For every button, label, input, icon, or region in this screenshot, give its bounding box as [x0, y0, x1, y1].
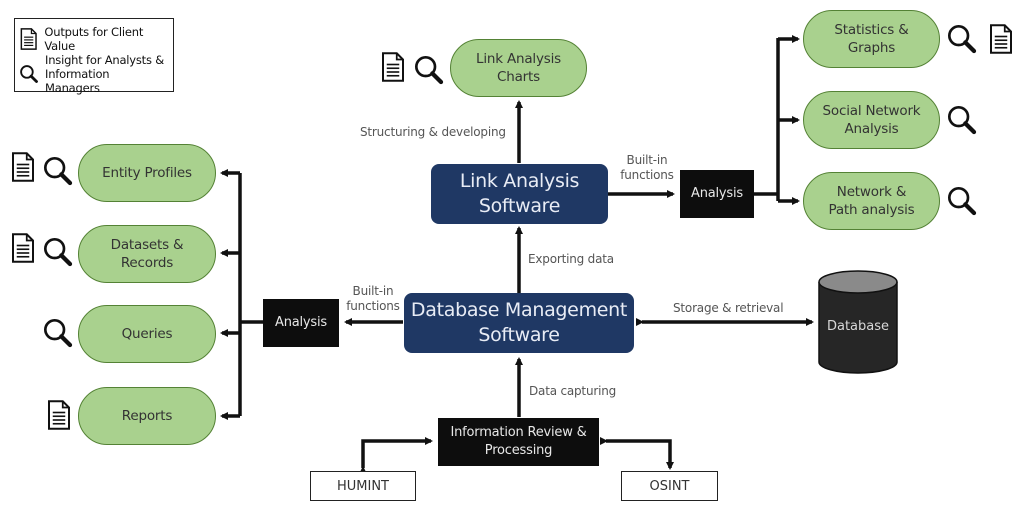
magnifier-icon: [946, 185, 978, 217]
node-osint: OSINT: [621, 471, 718, 501]
node-label: Link Analysis Software: [459, 170, 580, 217]
node-social-network-analysis: Social Network Analysis: [803, 91, 940, 149]
magnifier-icon: [42, 317, 74, 349]
node-entity-profiles: Entity Profiles: [78, 144, 216, 202]
legend-label: Outputs for Client Value: [44, 25, 144, 53]
edge-label-storage: Storage & retrieval: [673, 301, 784, 315]
node-label: Network & Path analysis: [828, 184, 915, 218]
node-link-analysis-charts: Link Analysis Charts: [450, 39, 587, 97]
edge-label-exporting: Exporting data: [528, 252, 614, 266]
edge-humint-review: [359, 437, 433, 474]
legend-item-insight: Insight for Analysts & Information Manag…: [19, 53, 165, 95]
magnifier-icon: [946, 104, 978, 136]
node-analysis-left: Analysis: [263, 299, 339, 347]
magnifier-icon: [42, 155, 74, 187]
edge-label-builtin-right: Built-in functions: [619, 153, 675, 183]
document-icon: [380, 52, 406, 82]
node-label: Datasets & Records: [110, 237, 184, 271]
edge-label-structuring: Structuring & developing: [360, 125, 506, 139]
node-information-review: Information Review & Processing: [438, 418, 599, 466]
node-analysis-right: Analysis: [680, 170, 754, 218]
node-queries: Queries: [78, 305, 216, 363]
node-label: Information Review & Processing: [450, 425, 587, 458]
edge-label-builtin-left: Built-in functions: [345, 284, 401, 314]
node-network-path-analysis: Network & Path analysis: [803, 172, 940, 230]
document-icon: [10, 233, 36, 263]
label-line: functions: [620, 168, 674, 182]
label-line: Built-in: [626, 153, 668, 167]
node-label: Social Network Analysis: [822, 103, 921, 137]
node-label: Reports: [121, 408, 173, 424]
magnifier-icon: [19, 63, 39, 85]
edge-label-capturing: Data capturing: [529, 384, 617, 398]
node-label: Statistics & Graphs: [834, 22, 909, 56]
label-line: functions: [346, 299, 400, 313]
node-reports: Reports: [78, 387, 216, 445]
node-label: Database Management Software: [410, 299, 628, 346]
legend-item-outputs: Outputs for Client Value: [19, 25, 173, 53]
document-icon: [46, 400, 72, 430]
document-icon: [10, 152, 36, 182]
label-line: Built-in: [352, 284, 394, 298]
node-label: Database: [826, 319, 890, 334]
document-icon: [19, 28, 38, 50]
node-label: Queries: [121, 326, 173, 342]
legend: Outputs for Client Value Insight for Ana…: [14, 18, 174, 95]
node-humint: HUMINT: [310, 471, 416, 501]
node-link-analysis-software: Link Analysis Software: [431, 164, 608, 224]
node-database-management-software: Database Management Software: [404, 293, 634, 353]
node-statistics-graphs: Statistics & Graphs: [803, 10, 940, 68]
node-datasets-records: Datasets & Records: [78, 225, 216, 283]
legend-label: Insight for Analysts & Information Manag…: [45, 53, 165, 95]
document-icon: [988, 24, 1014, 54]
database-cylinder-icon: [818, 270, 898, 374]
magnifier-icon: [946, 23, 978, 55]
edge-osint-review: [600, 437, 674, 470]
node-database: Database: [818, 270, 898, 374]
node-label: Entity Profiles: [102, 165, 192, 181]
magnifier-icon: [413, 54, 445, 86]
node-label: Link Analysis Charts: [476, 51, 561, 85]
magnifier-icon: [42, 236, 74, 268]
